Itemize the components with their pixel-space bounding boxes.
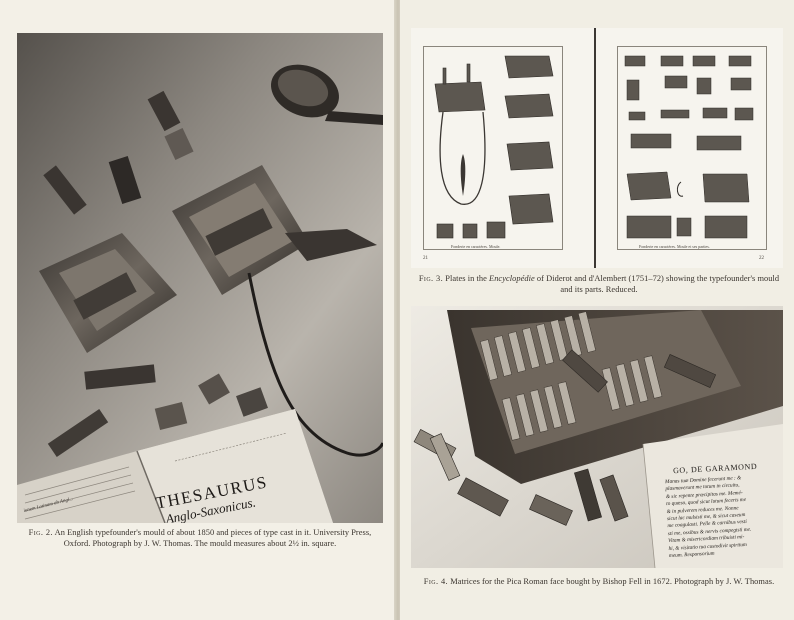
- figure-4-photo: GO, DE GARAMOND Manas tuæ Domine fecerun…: [411, 306, 783, 568]
- mould-engraving-left: [434, 55, 554, 239]
- plate-right-number: 22: [759, 256, 764, 261]
- figure-3-plates: Fonderie en caractères. Moule. 21: [411, 28, 783, 268]
- plate-right: Fonderie en caractères. Moule et ses par…: [617, 46, 767, 250]
- matrices-photo: [411, 306, 783, 568]
- figure-3-caption-post: of Diderot and d'Alembert (1751–72) show…: [536, 274, 780, 294]
- figure-4-label: Fig. 4.: [423, 577, 449, 586]
- plate-left: Fonderie en caractères. Moule.: [423, 46, 563, 250]
- plate-divider: [594, 28, 596, 268]
- mould-engraving-right: [624, 55, 754, 239]
- right-page: Fonderie en caractères. Moule. 21: [400, 0, 794, 620]
- figure-3-caption-italic: Encyclopédie: [489, 274, 535, 283]
- plate-left-caption: Fonderie en caractères. Moule.: [451, 244, 501, 249]
- figure-4-caption: Fig. 4. Matrices for the Pica Roman face…: [410, 577, 788, 588]
- figure-2-photo: THESAURUS Anglo-Saxonicus. ionem Latinam…: [17, 33, 383, 523]
- typefounder-mould-photo: [17, 33, 383, 523]
- figure-3-caption-pre: Plates in the: [445, 274, 487, 283]
- figure-3-caption: Fig. 3. Plates in the Encyclopédie of Di…: [416, 274, 782, 295]
- book-gutter: [394, 0, 402, 620]
- plate-left-number: 21: [423, 256, 428, 261]
- figure-2-label: Fig. 2.: [28, 528, 53, 537]
- left-page: THESAURUS Anglo-Saxonicus. ionem Latinam…: [0, 0, 396, 620]
- plate-right-caption: Fonderie en caractères. Moule et ses par…: [639, 244, 710, 249]
- figure-4-caption-text: Matrices for the Pica Roman face bought …: [450, 577, 775, 586]
- sheet-text: Manas tuæ Domine fecerunt me : & plasmav…: [665, 473, 783, 561]
- figure-2-caption: Fig. 2. An English typefounder's mould o…: [28, 528, 372, 549]
- figure-2-caption-text: An English typefounder's mould of about …: [54, 528, 372, 548]
- figure-3-label: Fig. 3.: [418, 274, 444, 283]
